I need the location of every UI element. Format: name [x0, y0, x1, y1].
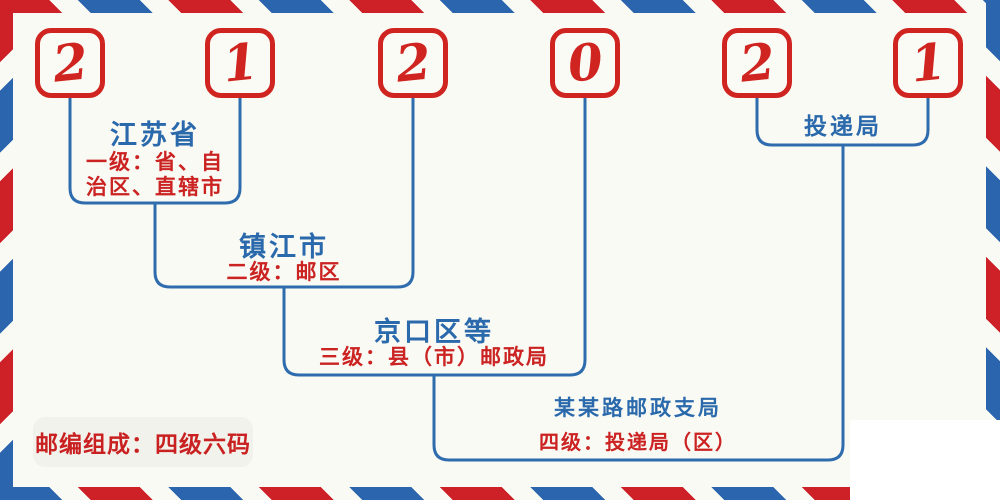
- airmail-border-bottom: [0, 487, 1000, 500]
- level1-desc-line1: 一级：省、自: [86, 150, 224, 174]
- postal-digit-box-2: 1: [205, 28, 275, 98]
- postal-digit-box-6: 1: [893, 28, 963, 98]
- bracket-level4: [432, 145, 845, 462]
- postal-digit-1: 2: [49, 31, 91, 94]
- postal-digit-box-4: 0: [550, 28, 620, 98]
- bracket-delivery: [755, 98, 930, 147]
- bottom-right-white-patch: [850, 420, 1000, 500]
- postal-digit-box-3: 2: [378, 28, 448, 98]
- airmail-border-top: [0, 0, 1000, 13]
- postal-digit-6: 1: [907, 31, 949, 94]
- postal-digit-box-5: 2: [722, 28, 792, 98]
- postal-code-composition-badge: 邮编组成：四级六码: [33, 417, 253, 467]
- postal-digit-2: 1: [219, 31, 261, 94]
- level4-desc: 四级：投递局（区）: [539, 430, 737, 454]
- postal-digit-box-1: 2: [35, 28, 105, 98]
- level3-title: 京口区等: [374, 317, 494, 348]
- postal-digit-4: 0: [564, 31, 606, 94]
- delivery-office-title: 投递局: [804, 113, 882, 140]
- postal-digit-3: 2: [392, 31, 434, 94]
- postal-digit-5: 2: [736, 31, 778, 94]
- level4-title: 某某路邮政支局: [554, 395, 722, 420]
- level3-desc: 三级：县（市）邮政局: [319, 345, 549, 369]
- level2-desc: 二级：邮区: [226, 260, 342, 284]
- airmail-border-right: [986, 0, 1000, 500]
- level2-title: 镇江市: [239, 232, 329, 263]
- airmail-border-left: [0, 0, 13, 500]
- level1-title: 江苏省: [110, 120, 200, 151]
- level1-desc-line2: 治区、直辖市: [86, 175, 224, 199]
